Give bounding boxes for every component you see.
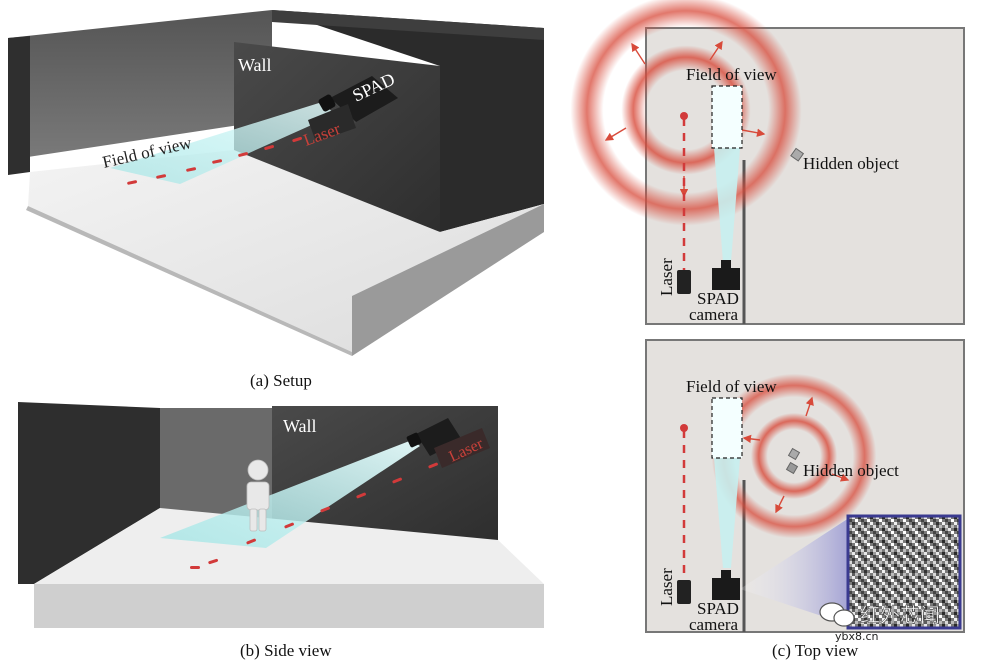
laser-device-top-upper [677,270,691,294]
watermark: 红外芯闻 ybx8.cn [819,602,940,643]
laser-dots [127,136,302,185]
label-hidden-object-upper: Hidden object [803,154,899,173]
hidden-person-figure [246,459,270,532]
room-left-wall [8,36,30,175]
fov-beam [110,98,345,184]
panel-c-top-view-lower: Field of view Hidden object Laser SPAD c… [645,339,965,634]
fov-box-lower [711,397,743,459]
side-laser-dots [190,462,438,569]
side-laser-device [434,428,490,468]
laser-spot-lower [680,424,688,432]
wave-arrows-lower [742,396,850,514]
side-floor-front [34,584,544,628]
label-laser-c-upper: Laser [657,258,676,296]
watermark-text: 红外芯闻 [860,603,940,627]
side-left-wall [18,402,160,584]
hidden-object-upper [790,147,805,162]
wechat-icon [819,602,855,627]
hidden-object-lower-b [785,461,799,475]
room-right-wall-top [272,10,544,40]
label-wall-b: Wall [283,416,317,436]
side-fov-beam [160,440,420,548]
room-right-wall [272,10,544,232]
side-spad-camera [406,418,462,456]
laser-device-3d [308,104,356,142]
inset-projection-cone [740,516,852,626]
panel-b-side-view: Wall Laser [18,402,544,628]
fov-cone-lower [714,458,740,568]
room-floor-front-face [26,206,352,356]
spad-camera-top-upper [712,260,740,290]
label-spad-camera-upper-l2: camera [689,305,739,324]
label-fov-c-upper: Field of view [686,65,777,84]
panel-c-top-view-upper: Field of view Hidden object Laser SPAD c… [568,0,965,325]
caption-b: (b) Side view [240,641,332,660]
room-floor-side-face [352,204,544,356]
spad-camera-top-lower [712,570,740,600]
label-hidden-object-lower: Hidden object [803,461,899,480]
label-wall-a: Wall [238,55,272,75]
spad-measurement-inset [846,514,962,630]
side-floor [34,508,544,584]
label-spad-camera-upper-l1: SPAD [697,289,739,308]
caption-c: (c) Top view [772,641,859,660]
watermark-site: ybx8.cn [835,630,879,643]
fov-cone-upper [714,148,740,262]
label-fov-c-lower: Field of view [686,377,777,396]
laser-spot-upper [680,112,688,120]
fov-box-upper [711,85,743,149]
panel-a-setup: Wall SPAD Laser Field of view [8,10,544,356]
label-spad-camera-lower-l2: camera [689,615,739,634]
label-laser-c-lower: Laser [657,568,676,606]
caption-a: (a) Setup [250,371,312,390]
hidden-object-lower-a [787,447,801,461]
room-back-wall [8,10,272,160]
label-spad-camera-lower-l1: SPAD [697,599,739,618]
laser-device-top-lower [677,580,691,604]
